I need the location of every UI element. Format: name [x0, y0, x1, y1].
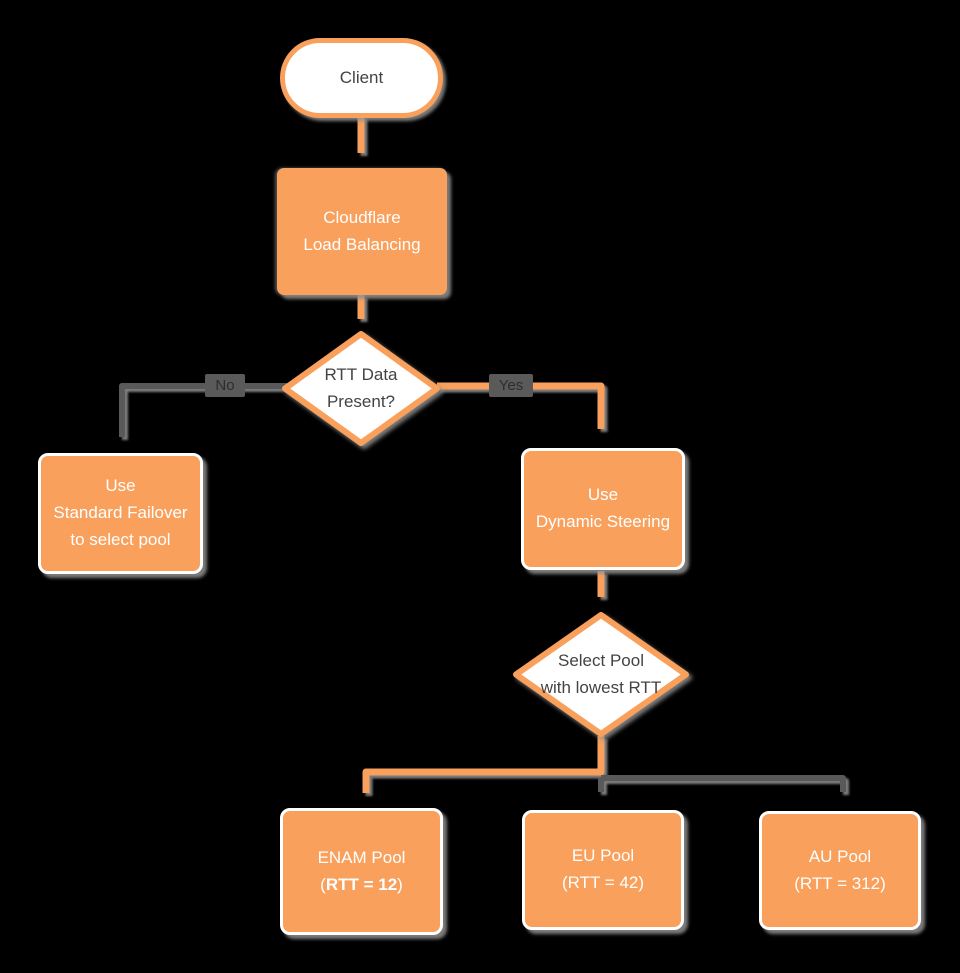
enam-rtt-value: RTT = 12	[325, 874, 398, 894]
rtt-decision-line2: Present?	[326, 391, 396, 411]
rtt-decision-line1: RTT Data	[324, 365, 398, 385]
load-balancer-node: Cloudflare Load Balancing	[277, 168, 447, 295]
edge-no-to-standard-failover	[119, 383, 287, 437]
au-pool-line1: AU Pool	[808, 846, 872, 866]
load-balancer-line2: Load Balancing	[303, 234, 421, 254]
enam-pool-node: ENAM Pool (RTT = 12)	[280, 808, 443, 935]
standard-failover-node: Use Standard Failover to select pool	[38, 453, 203, 574]
eu-pool-line2: (RTT = 42)	[561, 873, 645, 892]
standard-failover-line1: Use	[105, 476, 136, 496]
dynamic-steering-line2: Dynamic Steering	[535, 512, 671, 531]
pool-decision-shape	[513, 612, 689, 737]
enam-pool-line1: ENAM Pool	[317, 847, 406, 867]
edge-client-to-loadbalancer	[357, 116, 365, 153]
eu-pool-node: EU Pool (RTT = 42)	[522, 810, 684, 930]
edge-label-yes: Yes	[489, 374, 533, 397]
load-balancer-line1: Cloudflare	[323, 207, 401, 227]
edge-pool-decision-to-eu	[598, 778, 604, 792]
pool-decision-diamond: Select Pool with lowest RTT	[512, 611, 690, 738]
edge-label-no: No	[205, 374, 245, 397]
edge-pool-decision-to-enam	[362, 736, 605, 793]
standard-failover-line3: to select pool	[70, 529, 171, 549]
standard-failover-line2: Standard Failover	[53, 503, 188, 523]
rtt-decision-shape	[282, 331, 440, 446]
edge-pool-decision-to-au	[601, 775, 846, 792]
client-node: Client	[280, 38, 443, 118]
rtt-decision-diamond: RTT Data Present?	[281, 330, 441, 447]
pool-decision-line1: Select Pool	[557, 651, 644, 671]
eu-pool-line1: EU Pool	[571, 846, 635, 866]
au-pool-line2: (RTT = 312)	[794, 873, 886, 893]
edge-dynamic-steering-to-pool-decision	[597, 571, 605, 597]
au-pool-node: AU Pool (RTT = 312)	[759, 811, 921, 930]
edge-loadbalancer-to-rtt-decision	[357, 295, 365, 319]
enam-pool-line2: (RTT = 12)	[320, 874, 403, 894]
dynamic-steering-node: Use Dynamic Steering	[521, 448, 685, 570]
client-label: Client	[339, 67, 384, 87]
dynamic-steering-line1: Use	[587, 485, 619, 505]
pool-decision-line2: with lowest RTT	[540, 677, 662, 697]
